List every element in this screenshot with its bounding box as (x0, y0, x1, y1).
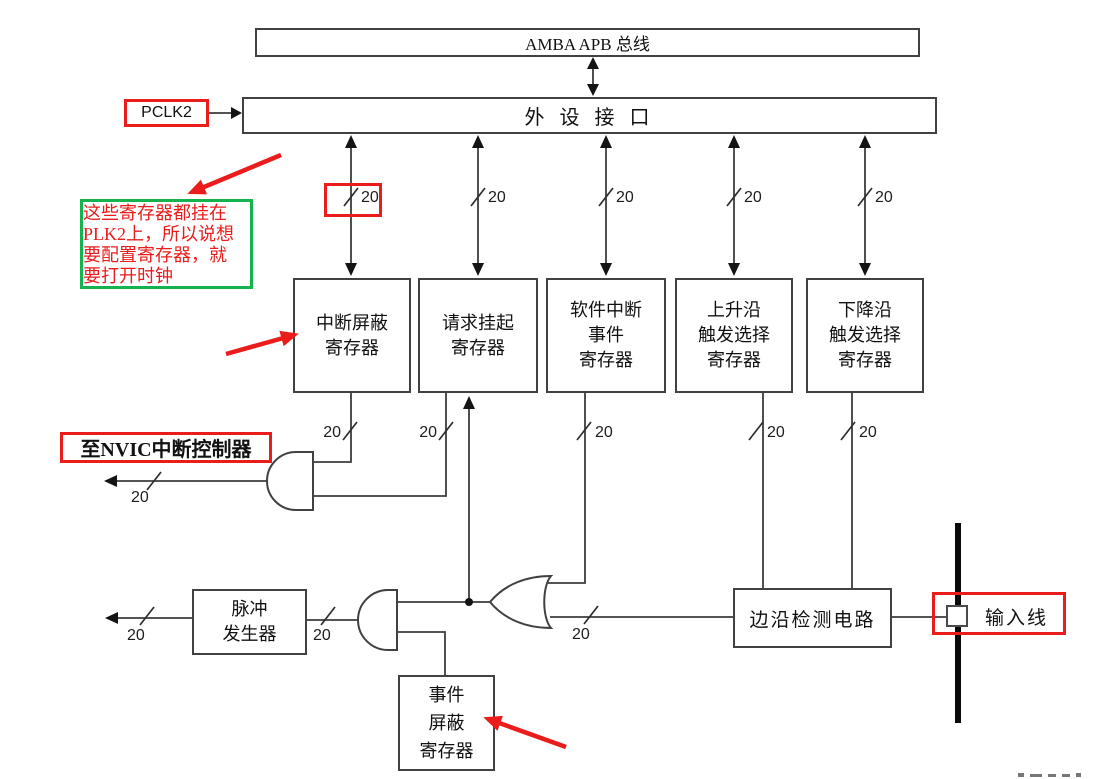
register-box-interrupt-mask: 中断屏蔽 寄存器 (293, 278, 411, 393)
or-gate (488, 574, 554, 630)
register-label-line: 触发选择 (829, 325, 901, 345)
bus-width-label: 20 (572, 626, 590, 643)
event-mask-line: 屏蔽 (428, 713, 465, 733)
input-line-label: 输入线 (985, 608, 1049, 629)
bus-width-label: 20 (744, 189, 762, 206)
bus-width-label: 20 (323, 424, 341, 441)
amba-apb-bus-bar: AMBA APB 总线 (255, 28, 920, 57)
pulse-generator-line: 脉冲 (231, 599, 268, 619)
bus-width-highlight-box (324, 183, 382, 217)
register-label-line: 寄存器 (579, 350, 633, 370)
bus-width-label: 20 (361, 189, 379, 206)
swier-to-or-wire (548, 393, 586, 584)
register-label-line: 寄存器 (325, 337, 379, 358)
register-label-line: 触发选择 (698, 325, 770, 345)
bus-width-label: 20 (419, 424, 437, 441)
pulse-generator-line: 发生器 (222, 624, 277, 644)
slash-bus-4 (726, 187, 742, 207)
slash-mask-out (342, 421, 358, 441)
pclk2-highlight-box: PCLK2 (124, 99, 209, 127)
slash-edge-or (583, 605, 599, 625)
bus-width-label: 20 (131, 489, 149, 506)
input-line-highlight-box: 输入线 (932, 592, 1066, 635)
register-label-line: 寄存器 (707, 350, 761, 370)
register-label-line: 下降沿 (838, 300, 892, 320)
arrowhead-down-5 (859, 263, 871, 276)
slash-bus-5 (857, 187, 873, 207)
arrowhead-down-2 (472, 263, 484, 276)
arrowhead-up-bus (587, 57, 599, 69)
slash-rising-out (748, 421, 764, 441)
arrowhead-up-1 (345, 135, 357, 148)
register-label-line: 请求挂起 (442, 312, 514, 333)
slash-bus-1 (343, 187, 359, 207)
bus-width-label: 20 (875, 189, 893, 206)
mask-register-to-and-wire (313, 393, 352, 463)
slash-and2-pulse (320, 606, 336, 626)
note-line: PLK2上，所以说想 (83, 224, 235, 244)
arrowhead-pending-up (463, 396, 475, 409)
arrowhead-up-2 (472, 135, 484, 148)
register-label-line: 寄存器 (451, 337, 505, 358)
register-box-rising-edge-select: 上升沿 触发选择 寄存器 (675, 278, 793, 393)
arrowhead-up-3 (600, 135, 612, 148)
handwritten-note-box: 这些寄存器都挂在 PLK2上，所以说想 要配置寄存器，就 要打开时钟 (80, 199, 253, 289)
slash-falling-out (840, 421, 856, 441)
slash-nvic-out (146, 471, 162, 491)
bus-width-label: 20 (488, 189, 506, 206)
edge-detect-label: 边沿检测电路 (749, 609, 876, 631)
pulse-generator-box: 脉冲 发生器 (192, 589, 307, 655)
bus-width-label: 20 (127, 627, 145, 644)
register-label-line: 上升沿 (707, 300, 761, 320)
slash-bus-2 (470, 187, 486, 207)
register-label-line: 软件中断 (570, 300, 642, 320)
peripheral-interface-label: 外 设 接 口 (524, 107, 655, 129)
arrowhead-pclk2 (231, 107, 242, 119)
peripheral-interface-bar: 外 设 接 口 (242, 97, 937, 134)
arrowhead-down-1 (345, 263, 357, 276)
pclk2-label: PCLK2 (141, 104, 192, 121)
arrowhead-down-bus (587, 84, 599, 96)
amba-apb-bus-label: AMBA APB 总线 (525, 35, 650, 54)
arrowhead-pulse-output (105, 612, 118, 624)
bus-width-label: 20 (859, 424, 877, 441)
nvic-highlight-box: 至NVIC中断控制器 (60, 432, 272, 463)
event-mask-line: 寄存器 (419, 741, 474, 761)
register-label-line: 中断屏蔽 (316, 312, 388, 333)
register-box-request-pending: 请求挂起 寄存器 (418, 278, 538, 393)
register-label-line: 寄存器 (838, 350, 892, 370)
slash-bus-3 (598, 187, 614, 207)
and-gate-event (357, 589, 398, 651)
note-line: 要配置寄存器，就 (83, 245, 227, 265)
arrowhead-down-4 (728, 263, 740, 276)
junction-dot (465, 598, 473, 606)
slash-swier-out (576, 421, 592, 441)
event-mask-line: 事件 (428, 685, 465, 705)
arrowhead-nvic-output (104, 475, 117, 487)
bus-width-label: 20 (616, 189, 634, 206)
register-box-falling-edge-select: 下降沿 触发选择 寄存器 (806, 278, 924, 393)
cropped-caption-fragment (1018, 773, 1081, 777)
note-line: 这些寄存器都挂在 (83, 203, 227, 223)
slash-pending-out (438, 421, 454, 441)
event-mask-register-box: 事件 屏蔽 寄存器 (398, 675, 495, 771)
slash-pulse-out (139, 606, 155, 626)
arrowhead-down-3 (600, 263, 612, 276)
register-label-line: 事件 (588, 325, 624, 345)
arrowhead-up-4 (728, 135, 740, 148)
bus-width-label: 20 (313, 627, 331, 644)
register-box-software-interrupt-event: 软件中断 事件 寄存器 (546, 278, 666, 393)
edge-detect-circuit-box: 边沿检测电路 (733, 588, 892, 648)
input-tap-square (946, 605, 968, 627)
and-gate-nvic (266, 451, 314, 511)
bus-width-label: 20 (595, 424, 613, 441)
event-mask-to-and2-wire (397, 631, 446, 675)
note-line: 要打开时钟 (83, 266, 173, 286)
nvic-label: 至NVIC中断控制器 (80, 439, 252, 461)
arrowhead-up-5 (859, 135, 871, 148)
bus-width-label: 20 (767, 424, 785, 441)
pending-register-to-and-wire (313, 393, 447, 497)
